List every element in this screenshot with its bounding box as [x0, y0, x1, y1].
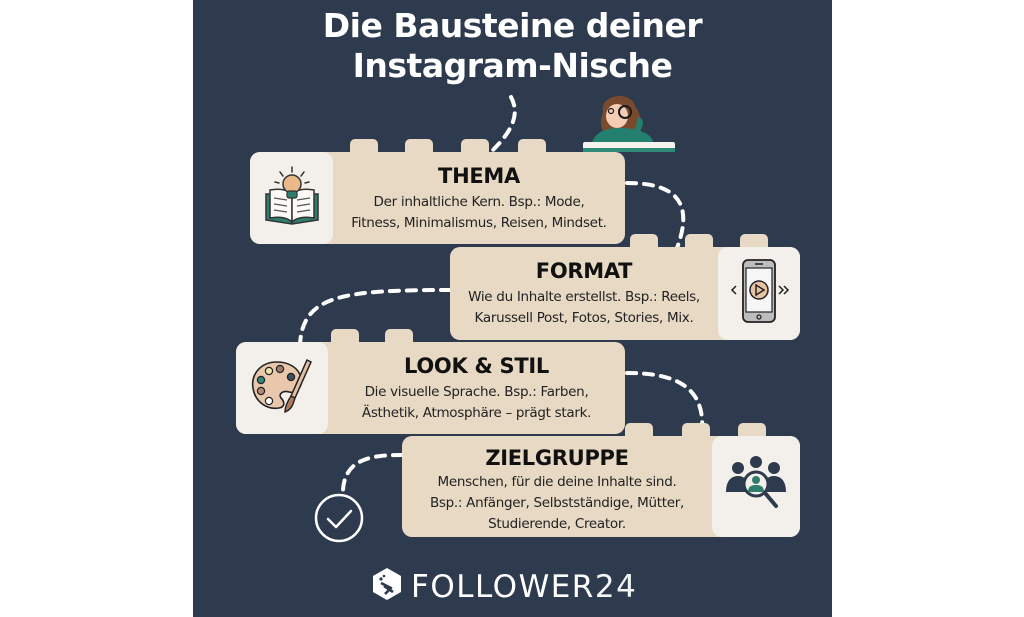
smartphone-play-icon [726, 256, 792, 331]
block-stud [685, 234, 713, 250]
icon-box [712, 436, 800, 537]
block-description: Der inhaltliche Kern. Bsp.: Mode, Fitnes… [333, 192, 625, 234]
brand-name: FOLLOWER24 [411, 568, 638, 605]
audience-search-icon [724, 454, 788, 519]
block-title: ZIELGRUPPE [485, 446, 629, 470]
block-stud [518, 139, 546, 155]
block-description: Menschen, für die deine Inhalte sind. Bs… [402, 472, 712, 535]
book-lightbulb-icon [262, 164, 322, 233]
block-stud [350, 139, 378, 155]
block-title: FORMAT [535, 259, 633, 283]
block-description: Die visuelle Sprache. Bsp.: Farben, Ästh… [328, 382, 625, 424]
description-line: Ästhetik, Atmosphäre – prägt stark. [361, 405, 592, 421]
checkmark-circle-icon [313, 492, 365, 544]
icon-box [718, 247, 800, 340]
description-line: Menschen, für die deine Inhalte sind. [437, 474, 677, 490]
icon-box [236, 342, 328, 434]
icon-box [250, 152, 333, 244]
block-stud [461, 139, 489, 155]
description-line: Fitness, Minimalismus, Reisen, Mindset. [351, 215, 607, 231]
woman-reading-illustration [573, 92, 678, 154]
description-line: Studierende, Creator. [488, 516, 626, 532]
block-stud [331, 329, 359, 345]
follower24-hexagon-icon [371, 567, 403, 606]
block-stud [625, 423, 653, 439]
block-description: Wie du Inhalte erstellst. Bsp.: Reels, K… [450, 287, 718, 329]
page-title: Die Bausteine deiner Instagram-Nische [193, 6, 832, 86]
description-line: Die visuelle Sprache. Bsp.: Farben, [364, 384, 589, 400]
block-stud [682, 423, 710, 439]
description-line: Der inhaltliche Kern. Bsp.: Mode, [373, 194, 585, 210]
block-title: LOOK & STIL [404, 354, 549, 378]
block-stud [385, 329, 413, 345]
block-stud [738, 423, 766, 439]
title-line-2: Instagram-Nische [352, 46, 673, 85]
block-stud [630, 234, 658, 250]
description-line: Karussell Post, Fotos, Stories, Mix. [474, 310, 694, 326]
brand-logo: FOLLOWER24 [371, 567, 637, 606]
description-line: Bsp.: Anfänger, Selbstständige, Mütter, [429, 495, 685, 511]
infographic-panel: Die Bausteine deiner Instagram-Nische [193, 0, 832, 617]
block-stud [405, 139, 433, 155]
description-line: Wie du Inhalte erstellst. Bsp.: Reels, [468, 289, 700, 305]
title-line-1: Die Bausteine deiner [322, 6, 703, 45]
block-stud [740, 234, 768, 250]
paint-palette-icon [249, 356, 315, 421]
block-title: THEMA [438, 164, 520, 188]
